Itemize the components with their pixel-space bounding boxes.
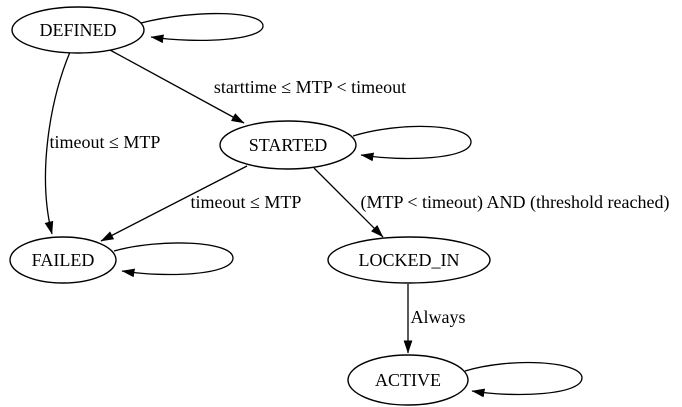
node-failed: FAILED: [9, 236, 117, 284]
edge-started-to-locked-in: (MTP < timeout) AND (threshold reached): [313, 167, 670, 238]
node-defined: DEFINED: [11, 6, 145, 54]
edge-started-to-failed: timeout ≤ MTP: [100, 165, 302, 242]
node-failed-shape: [9, 236, 117, 284]
node-locked-in-shape: [327, 236, 491, 284]
edge-label-defined-started: starttime ≤ MTP < timeout: [214, 77, 406, 97]
edge-label-started-locked-in: (MTP < timeout) AND (threshold reached): [361, 192, 670, 213]
edge-label-locked-in-active: Always: [411, 307, 466, 327]
node-started-label: STARTED: [249, 135, 327, 155]
self-loop-started: [352, 125, 472, 162]
node-active-label: ACTIVE: [375, 370, 441, 390]
edge-defined-to-started: starttime ≤ MTP < timeout: [109, 49, 406, 124]
node-active: ACTIVE: [347, 354, 469, 406]
node-failed-label: FAILED: [32, 250, 95, 270]
node-locked-in: LOCKED_IN: [327, 236, 491, 284]
edge-line: [100, 165, 248, 242]
node-started-shape: [219, 120, 357, 170]
node-defined-label: DEFINED: [40, 20, 117, 40]
edge-label-defined-failed: timeout ≤ MTP: [50, 132, 161, 152]
edge-line: [313, 167, 384, 238]
edge-line: [109, 49, 245, 124]
self-loop-failed: [113, 242, 234, 278]
node-started: STARTED: [219, 120, 357, 170]
edge-locked-in-to-active: Always: [403, 284, 466, 354]
edge-defined-to-failed: timeout ≤ MTP: [44, 51, 161, 235]
edge-label-started-failed: timeout ≤ MTP: [191, 192, 302, 212]
self-loop-defined: [140, 12, 264, 44]
node-defined-shape: [11, 6, 145, 54]
edge-line: [44, 51, 71, 235]
node-active-shape: [347, 354, 469, 406]
node-locked-in-label: LOCKED_IN: [359, 250, 460, 270]
self-loop-active: [464, 361, 583, 398]
